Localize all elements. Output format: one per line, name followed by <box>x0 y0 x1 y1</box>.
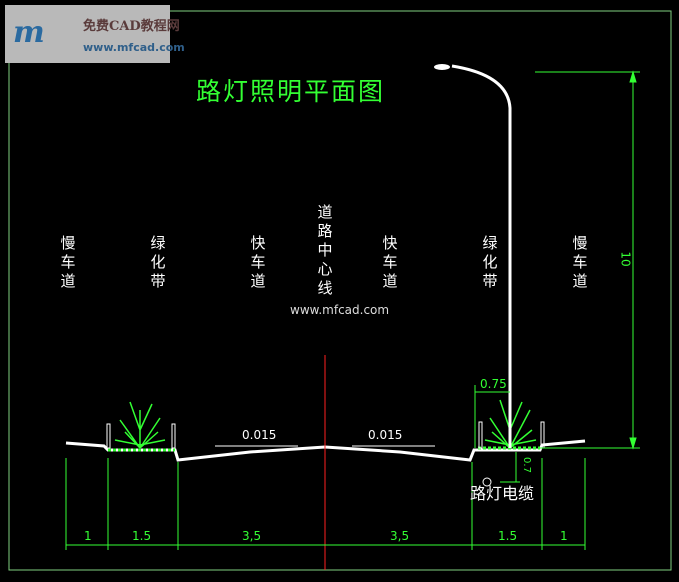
site-logo[interactable]: m 免费CAD教程网 www.mfcad.com <box>5 5 185 63</box>
label-green-belt-left: 绿化带 <box>150 234 166 290</box>
slope-left: 0.015 <box>242 428 277 442</box>
shrub-left-icon <box>114 401 166 449</box>
dim-pole-offset: 0.75 <box>480 377 507 391</box>
watermark: www.mfcad.com <box>290 303 390 317</box>
dim-pole-height: 10 <box>618 251 633 267</box>
dim-slow-left: 1 <box>84 529 92 543</box>
cable-icon <box>482 477 492 487</box>
dim-cable-depth: 0.7 <box>520 457 532 473</box>
dim-fast-left: 3,5 <box>242 529 262 543</box>
label-slow-lane-right: 慢车道 <box>572 234 588 290</box>
slope-right: 0.015 <box>368 428 403 442</box>
curb-right-1 <box>478 421 483 449</box>
label-fast-lane-right: 快车道 <box>382 234 398 290</box>
dim-green-left: 1.5 <box>132 529 152 543</box>
label-green-belt-right: 绿化带 <box>482 234 498 290</box>
drawing-title: 路灯照明平面图 <box>196 77 386 106</box>
dim-green-right: 1.5 <box>498 529 518 543</box>
pole-offset-dimension <box>474 385 510 448</box>
logo-title: 免费CAD教程网 <box>83 19 180 34</box>
label-center-line: 道路中心线 <box>317 203 333 297</box>
height-dimension <box>535 70 640 450</box>
label-fast-lane-left: 快车道 <box>250 234 266 290</box>
cable-label: 路灯电缆 <box>470 484 535 503</box>
curb-left-1 <box>106 423 111 449</box>
logo-mark-icon: m <box>13 15 45 50</box>
cable-depth-dimension <box>500 452 520 483</box>
lamp-head-icon <box>434 64 450 70</box>
dim-fast-right: 3,5 <box>390 529 410 543</box>
width-dimensions <box>65 458 586 550</box>
label-slow-lane-left: 慢车道 <box>60 234 76 290</box>
drawing-frame <box>8 10 672 571</box>
logo-url: www.mfcad.com <box>83 41 185 54</box>
street-lamp-pole <box>451 64 512 448</box>
curb-left-2 <box>171 423 176 449</box>
dim-slow-right: 1 <box>560 529 568 543</box>
